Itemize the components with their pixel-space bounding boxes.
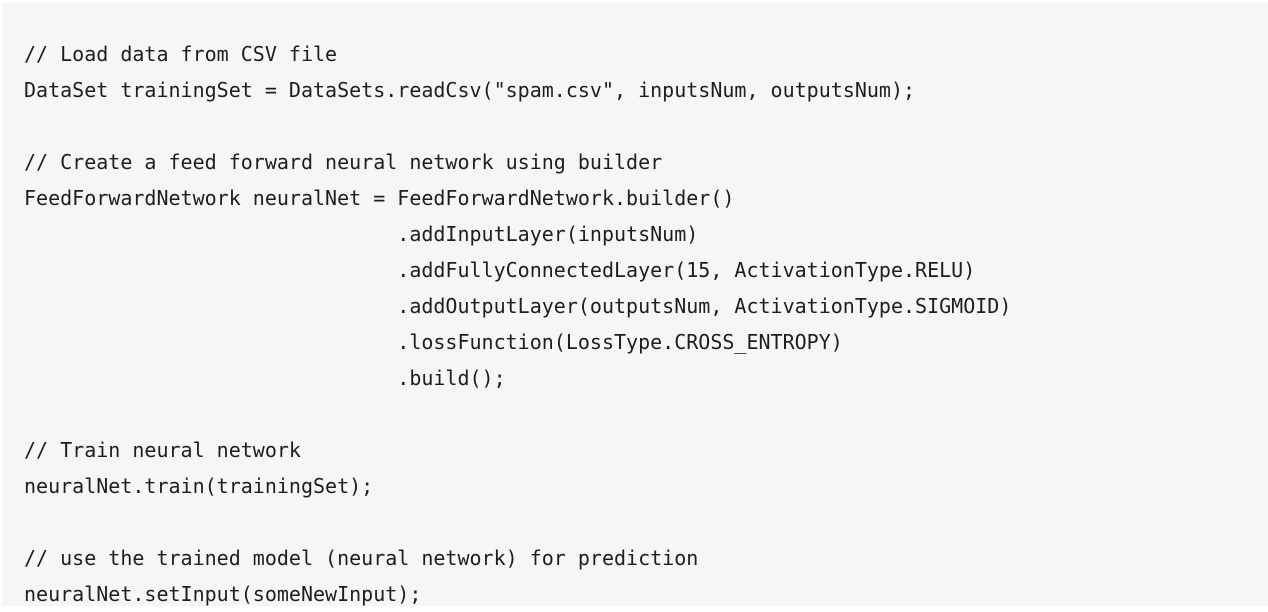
code-line: .addOutputLayer(outputsNum, ActivationTy… <box>24 294 1012 318</box>
code-line: neuralNet.setInput(someNewInput); <box>24 582 422 606</box>
code-line: DataSet trainingSet = DataSets.readCsv("… <box>24 78 916 102</box>
code-line: neuralNet.train(trainingSet); <box>24 474 374 498</box>
code-line: FeedForwardNetwork neuralNet = FeedForwa… <box>24 186 735 210</box>
code-comment-line: // Create a feed forward neural network … <box>24 150 663 174</box>
code-line: .addFullyConnectedLayer(15, ActivationTy… <box>24 258 976 282</box>
code-line: .build(); <box>24 366 506 390</box>
blank-line <box>24 108 1011 144</box>
code-line: .lossFunction(LossType.CROSS_ENTROPY) <box>24 330 843 354</box>
code-comment-line: // use the trained model (neural network… <box>24 546 699 570</box>
code-comment-line: // Load data from CSV file <box>24 42 338 66</box>
blank-line <box>24 396 1011 432</box>
blank-line <box>24 504 1011 540</box>
code-line: .addInputLayer(inputsNum) <box>24 222 699 246</box>
code-comment-line: // Train neural network <box>24 438 301 462</box>
